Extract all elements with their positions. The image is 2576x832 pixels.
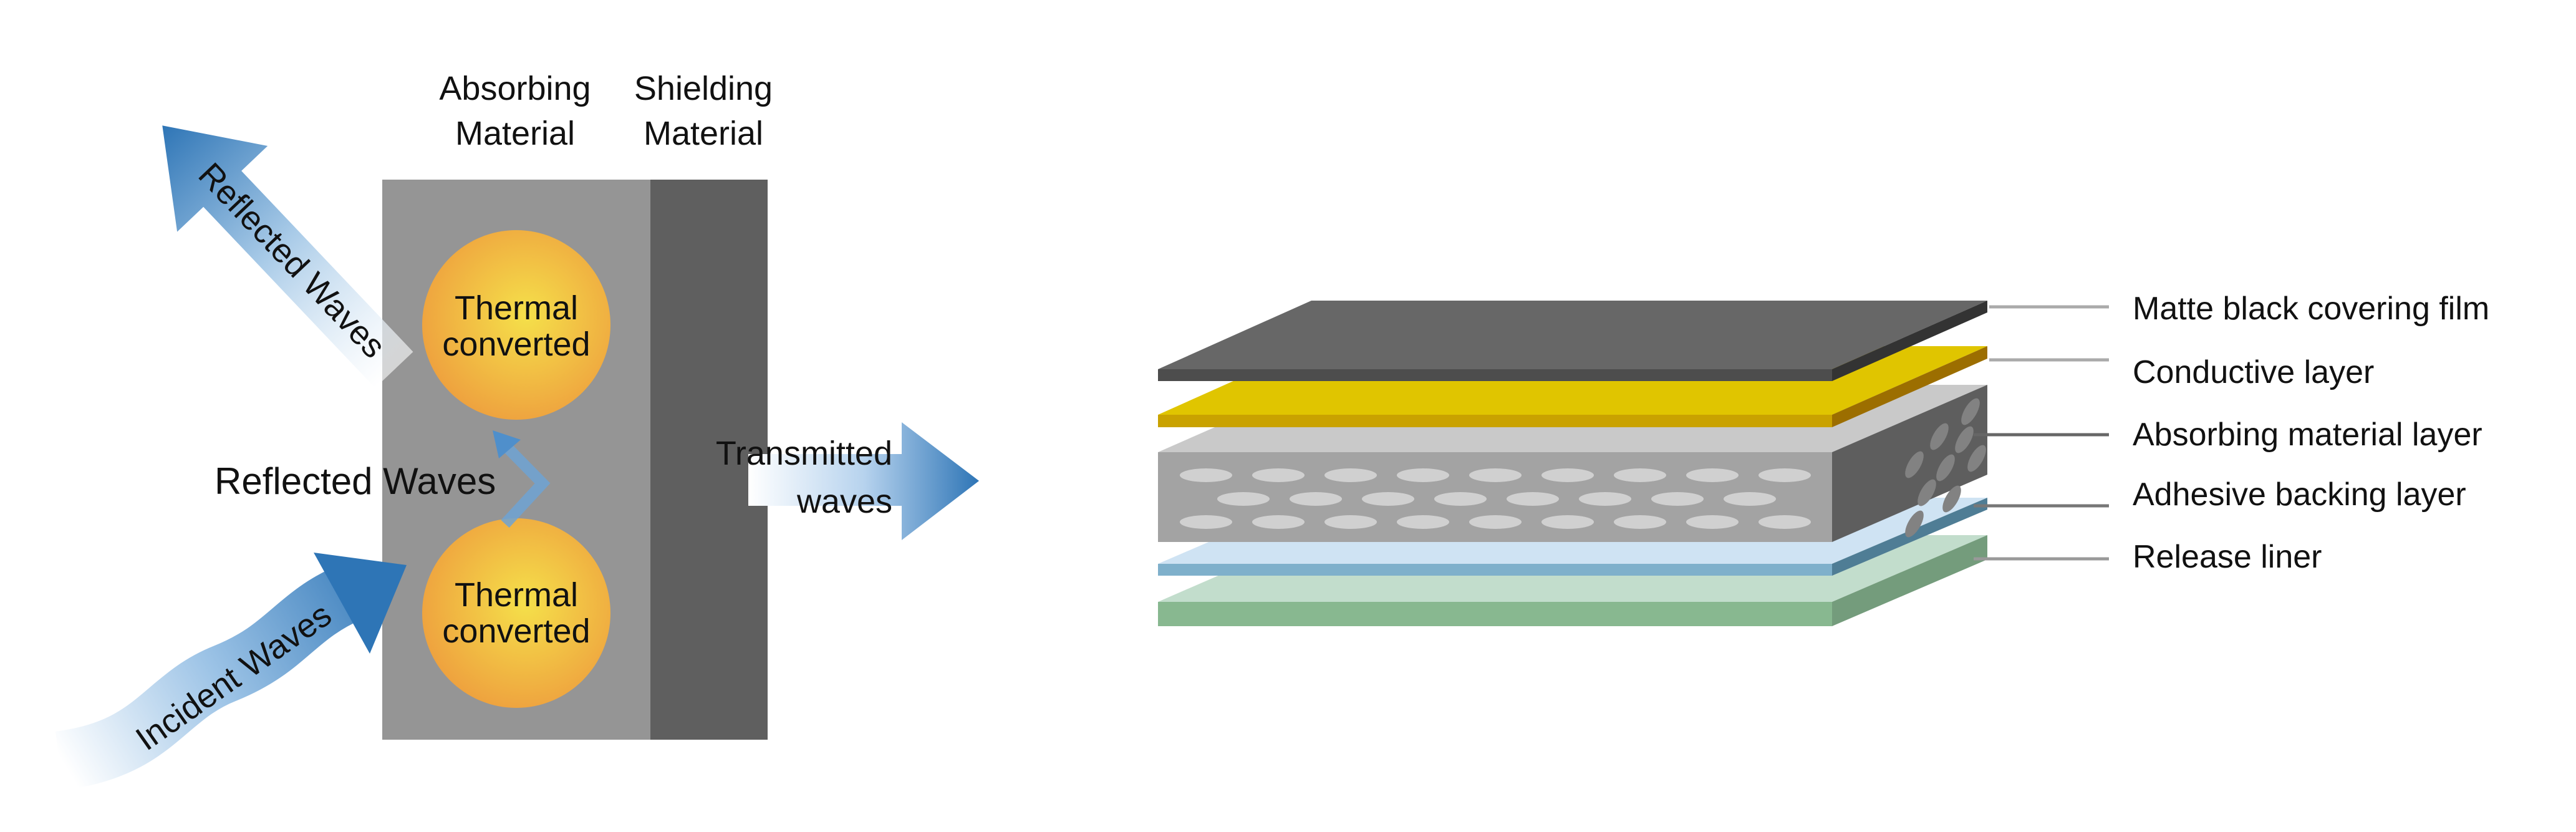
label-matte-black-film: Matte black covering film: [2133, 291, 2489, 327]
particle: [1930, 423, 1949, 450]
particle: [1541, 515, 1594, 529]
particle: [1579, 492, 1631, 506]
particle: [1955, 426, 1974, 453]
particle: [1469, 468, 1522, 482]
particle: [1324, 468, 1377, 482]
absorbing-particles: [1180, 398, 1986, 538]
left-diagram: Absorbing Material Shielding Material Th…: [55, 70, 979, 791]
transmitted-waves-label-line1: Transmitted: [716, 435, 892, 472]
particle: [1252, 515, 1305, 529]
particle: [1217, 492, 1270, 506]
particle: [1686, 515, 1739, 529]
particle: [1507, 492, 1559, 506]
circle-top-line2: converted: [442, 326, 590, 363]
particle: [1362, 492, 1414, 506]
reflected-waves-inner-arrow-icon: [493, 430, 551, 528]
circle-top-line1: Thermal: [455, 289, 578, 327]
circle-bottom-line2: converted: [442, 612, 590, 650]
absorbing-material-label-line2: Material: [455, 115, 575, 152]
particle: [1324, 515, 1377, 529]
particle: [1905, 510, 1924, 538]
particle: [1397, 468, 1449, 482]
reflected-waves-inner-label: Reflected Waves: [215, 460, 496, 502]
matte-black-film-layer: [1158, 301, 1987, 381]
right-diagram: Matte black covering film Conductive lay…: [1158, 291, 2489, 626]
thermal-converted-circle-top: [422, 230, 610, 420]
thermal-converted-circle-bottom: [422, 518, 610, 708]
particle: [1724, 492, 1776, 506]
particle: [1180, 468, 1232, 482]
label-absorbing-material-layer: Absorbing material layer: [2133, 417, 2482, 453]
particle: [1651, 492, 1704, 506]
shielding-material-label-line2: Material: [644, 115, 763, 152]
transmitted-waves-arrow-icon: [748, 422, 979, 540]
particle: [1252, 468, 1305, 482]
layer-labels: Matte black covering film Conductive lay…: [1974, 291, 2489, 575]
label-conductive-layer: Conductive layer: [2133, 354, 2374, 390]
particle: [1967, 445, 1986, 472]
shielding-material-label-line1: Shielding: [634, 70, 773, 107]
reflected-waves-outer-label: Reflected Waves: [191, 156, 393, 365]
particle: [1918, 479, 1936, 506]
label-adhesive-backing-layer: Adhesive backing layer: [2133, 476, 2466, 513]
particle: [1541, 468, 1594, 482]
particle: [1434, 492, 1487, 506]
particle: [1758, 515, 1811, 529]
shielding-material-block: [650, 180, 768, 740]
incident-waves-label: Incident Waves: [129, 596, 338, 758]
particle: [1686, 468, 1739, 482]
particle: [1397, 515, 1449, 529]
transmitted-waves-label-line2: waves: [796, 483, 892, 520]
particle: [1942, 485, 1961, 513]
particle: [1905, 451, 1924, 478]
absorbing-material-label-line1: Absorbing: [439, 70, 591, 107]
incident-waves-arrow-icon: [55, 553, 407, 791]
particle: [1180, 515, 1232, 529]
particle: [1961, 398, 1980, 425]
label-release-liner: Release liner: [2133, 539, 2322, 575]
particle: [1290, 492, 1342, 506]
particle: [1614, 515, 1666, 529]
reflected-waves-arrow-icon: [162, 125, 413, 388]
circle-bottom-line1: Thermal: [455, 576, 578, 614]
particle: [1936, 454, 1955, 481]
particle: [1758, 468, 1811, 482]
particle: [1469, 515, 1522, 529]
particle: [1614, 468, 1666, 482]
